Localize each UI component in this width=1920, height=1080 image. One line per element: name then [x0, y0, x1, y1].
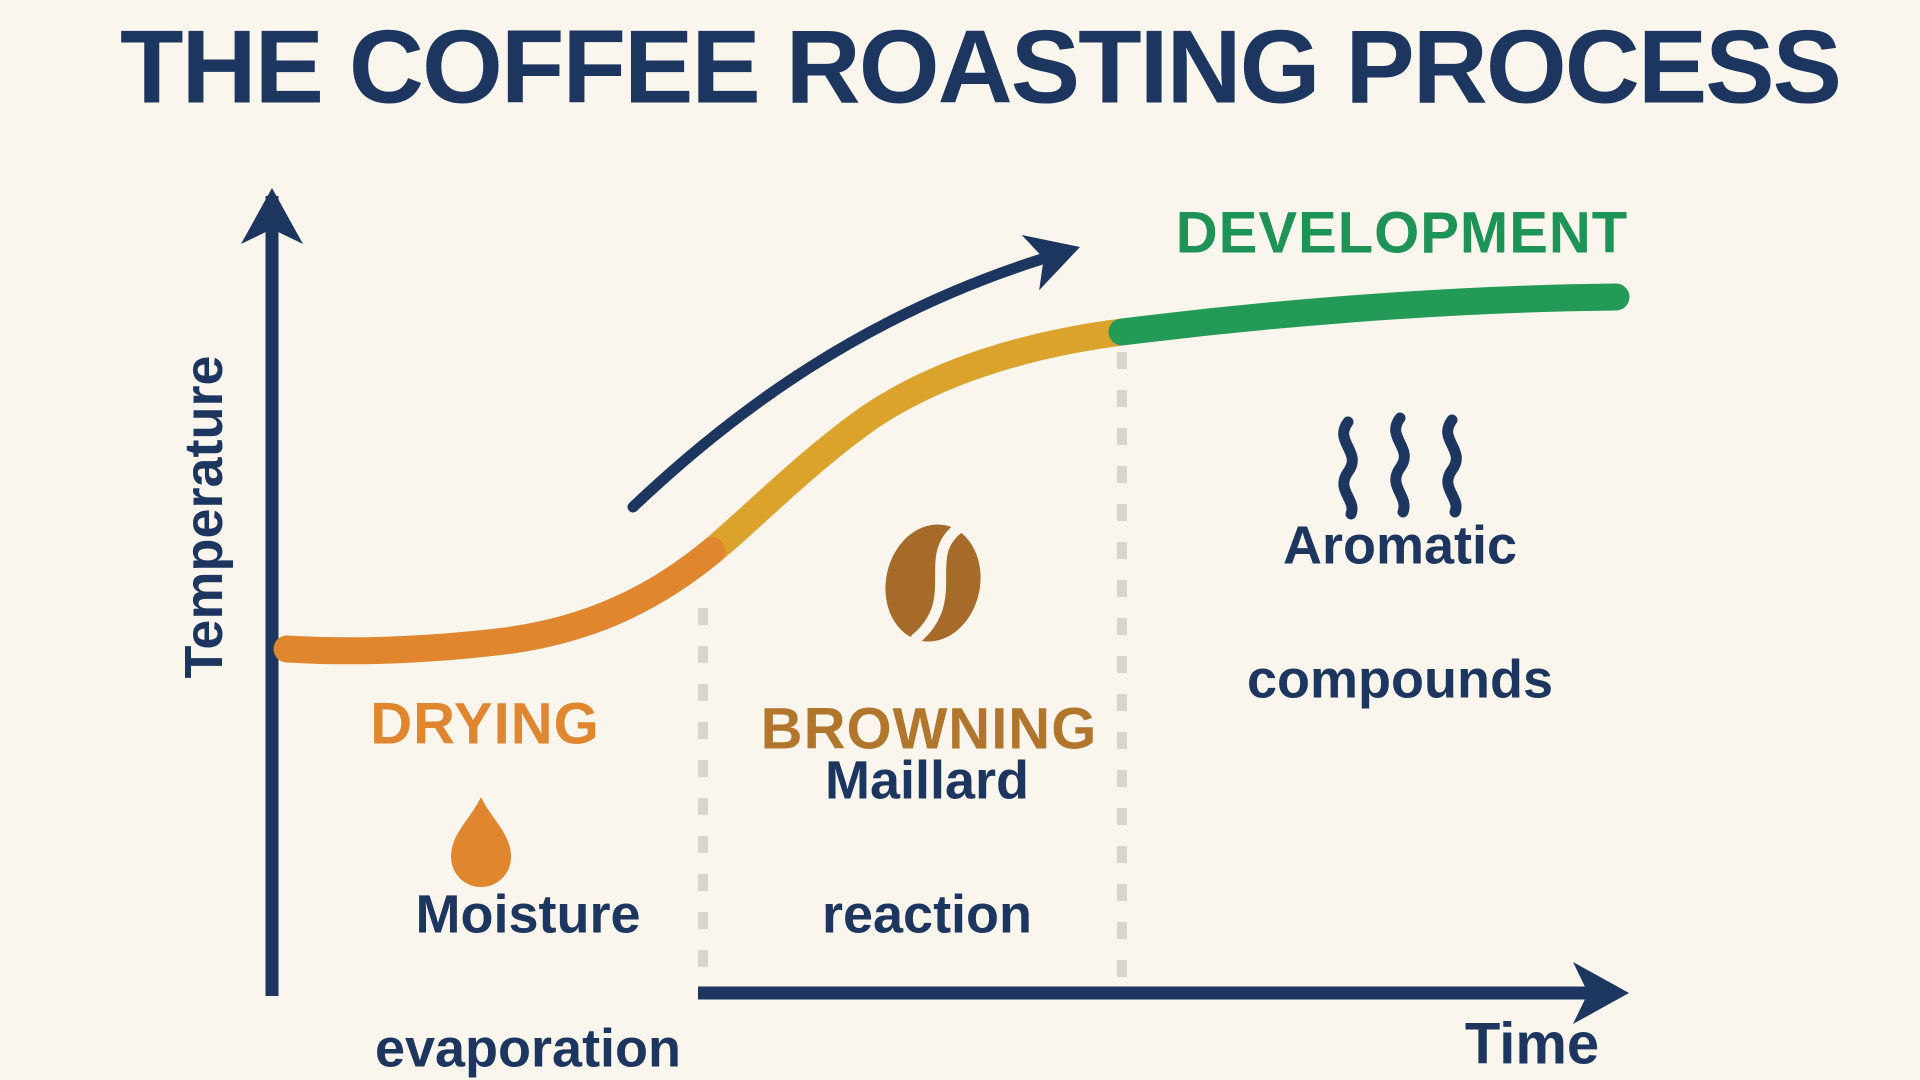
phase-note-drying-line1: Moisture: [415, 884, 641, 945]
phase-note-development: Aromatic compounds: [1247, 513, 1553, 714]
x-axis-label: Time: [1464, 1011, 1600, 1077]
phase-note-browning: Maillard reaction: [822, 748, 1032, 949]
curve-segment-browning: [703, 318, 1124, 562]
steam-icon: [1338, 412, 1462, 520]
coffee-bean-icon: [885, 524, 981, 645]
curve-segment-development: [1108, 283, 1630, 346]
curve-segment-drying: [273, 537, 726, 665]
phase-note-browning-line2: reaction: [821, 884, 1033, 945]
water-droplet-icon: [451, 797, 511, 887]
phase-note-drying-line2: evaporation: [374, 1018, 682, 1079]
phase-label-drying: DRYING: [370, 691, 600, 757]
y-axis-label: Temperature: [174, 355, 234, 679]
phase-label-development: DEVELOPMENT: [1175, 200, 1629, 266]
right-arrow-icon: [1573, 962, 1629, 1024]
page-title: THE COFFEE ROASTING PROCESS: [120, 9, 1842, 126]
curved-arrow-icon: [627, 234, 1080, 513]
phase-label-browning: BROWNING: [760, 696, 1098, 762]
phase-note-drying: Moisture evaporation: [375, 882, 681, 1080]
up-arrow-icon: [241, 188, 303, 244]
phase-note-browning-line1: Maillard: [824, 750, 1030, 811]
phase-note-development-line2: compounds: [1247, 649, 1553, 710]
phase-note-development-line1: Aromatic: [1282, 515, 1518, 576]
